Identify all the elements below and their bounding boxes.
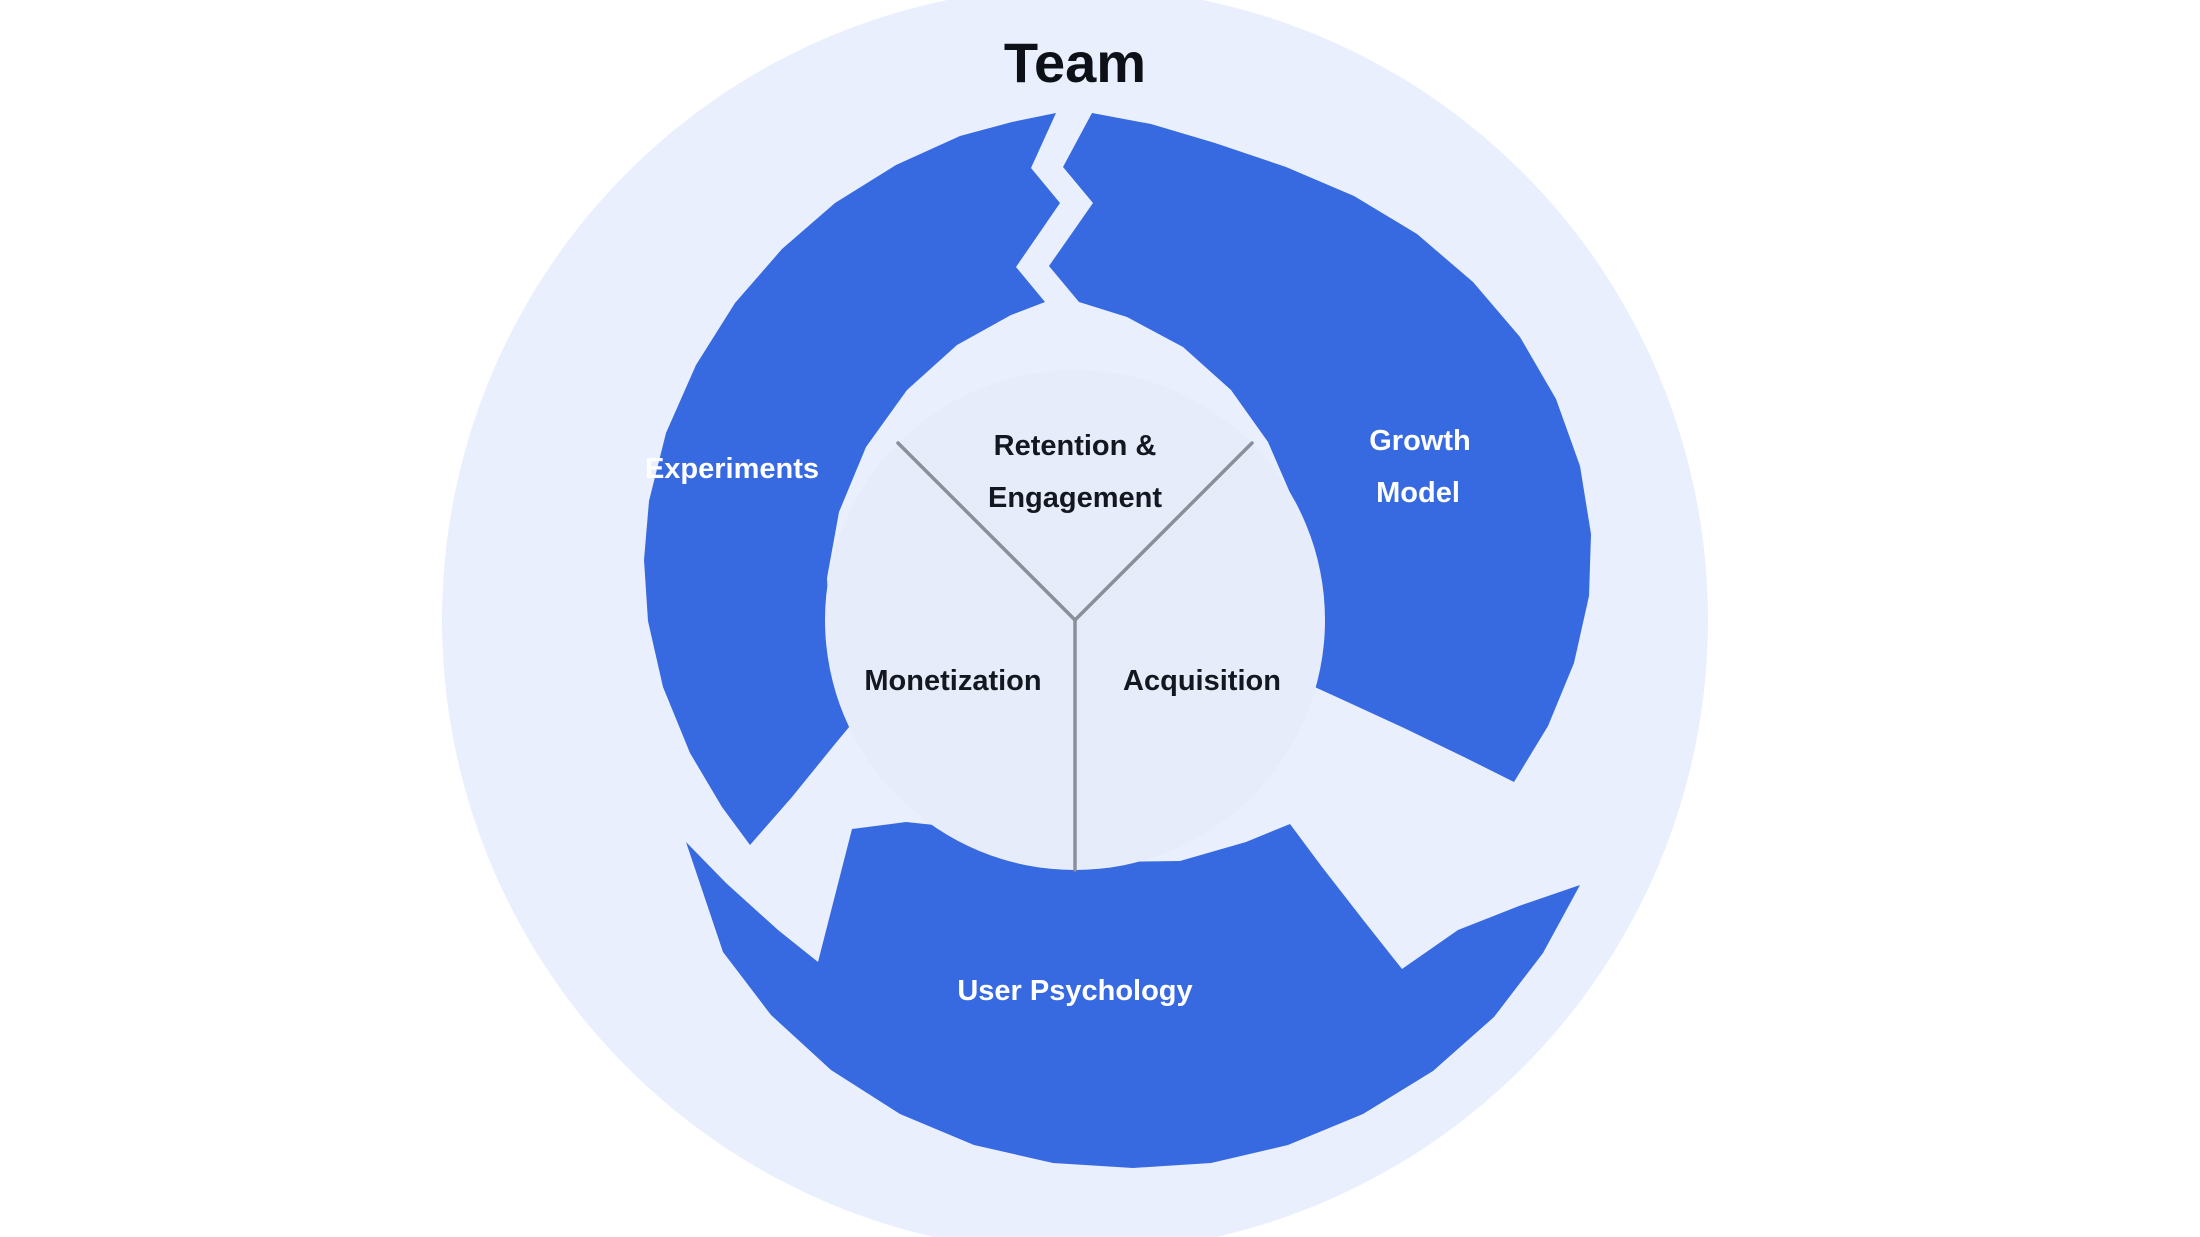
core-divider-upper-right <box>1073 441 1254 622</box>
core-label-acquisition: Acquisition <box>1123 665 1281 697</box>
core-label-retention-line1: Retention & <box>994 430 1157 462</box>
outer-ring-group <box>644 113 1591 1168</box>
ring-label-growth-model-line1: Growth <box>1369 425 1471 457</box>
ring-segment-growth-model[interactable] <box>1049 113 1591 782</box>
ring-segment-user-psychology[interactable] <box>686 822 1580 1168</box>
ring-label-group: Experiments Growth Model User Psychology <box>645 425 1471 1007</box>
ring-label-growth-model-line2: Model <box>1376 477 1460 509</box>
core-label-retention-line2: Engagement <box>988 482 1162 514</box>
core-label-monetization: Monetization <box>864 665 1041 697</box>
ring-label-user-psychology: User Psychology <box>957 975 1192 1007</box>
ring-label-experiments: Experiments <box>645 453 819 485</box>
ring-segment-experiments[interactable] <box>644 113 1060 845</box>
core-label-group: Retention & Engagement Monetization Acqu… <box>864 430 1281 697</box>
core-divider-group <box>896 441 1254 872</box>
diagram-title: Team <box>1004 31 1146 94</box>
core-divider-upper-left <box>896 441 1077 622</box>
